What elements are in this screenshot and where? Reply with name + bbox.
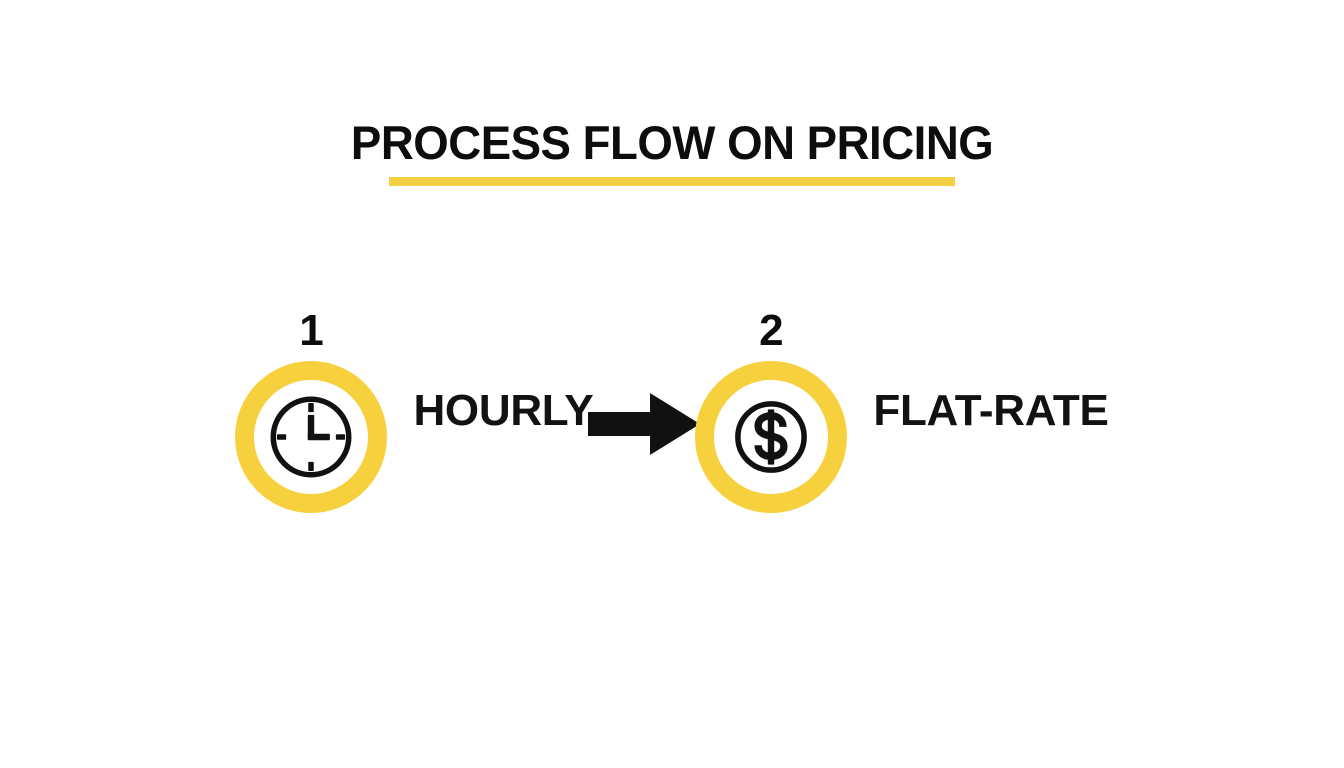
step-ring-2 (695, 361, 848, 513)
arrow-right-icon (588, 393, 701, 455)
page-title: PROCESS FLOW ON PRICING (350, 116, 994, 169)
page-title-block: PROCESS FLOW ON PRICING (0, 116, 1344, 187)
step-ring-1 (235, 361, 388, 513)
dollar-coin-icon (725, 391, 817, 483)
clock-icon (265, 391, 357, 483)
flow-connector (588, 367, 701, 455)
step-badge-2: 2 (695, 306, 848, 513)
flow-step-flat-rate[interactable]: 2 FLAT-RATE (695, 306, 1109, 513)
flow-step-hourly[interactable]: 1 HOURLY (235, 306, 594, 513)
title-underline (389, 177, 955, 187)
step-number-2: 2 (759, 306, 784, 355)
step-label-hourly: HOURLY (413, 386, 594, 435)
step-label-flat-rate: FLAT-RATE (873, 386, 1109, 435)
step-number-1: 1 (299, 306, 324, 355)
process-flow-row: 1 HOURLY (0, 296, 1344, 526)
step-badge-1: 1 (235, 306, 388, 513)
